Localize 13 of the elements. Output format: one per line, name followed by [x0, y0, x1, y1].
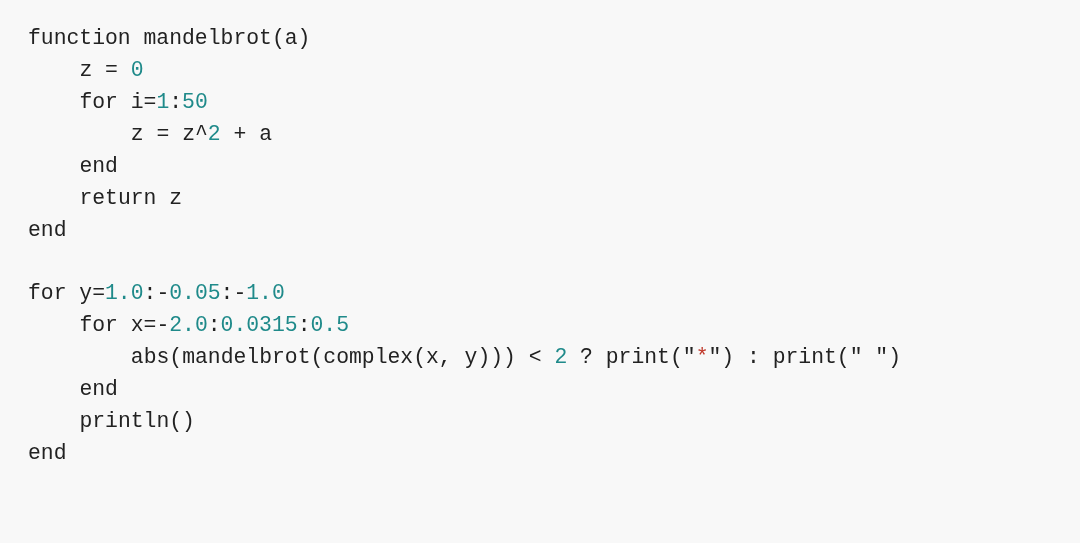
code-line: end — [79, 153, 118, 179]
code-line: z = z^2 + a — [130, 121, 273, 147]
code-line: end — [28, 440, 67, 466]
code-line: for x=-2.0:0.0315:0.5 — [79, 312, 349, 338]
code-line: return z — [79, 185, 183, 211]
code-line: for y=1.0:-0.05:-1.0 — [28, 280, 285, 306]
code-line: z = 0 — [79, 57, 144, 83]
code-line: for i=1:50 — [79, 89, 208, 115]
code-line: end — [28, 217, 67, 243]
code-line: end — [79, 376, 118, 402]
code-line: abs(mandelbrot(complex(x, y))) < 2 ? print("*") : print(" ") — [130, 344, 902, 370]
code-line: println() — [79, 408, 195, 434]
code-line: function mandelbrot(a) — [28, 25, 311, 51]
